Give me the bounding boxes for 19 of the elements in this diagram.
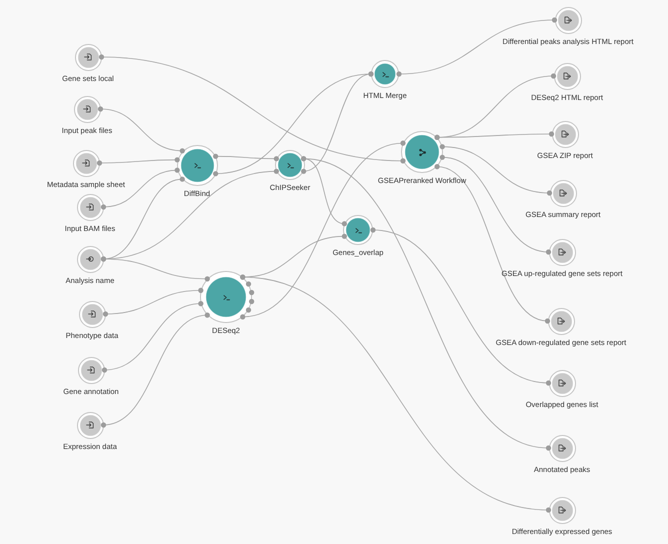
connector [102,301,204,373]
connector [98,54,406,164]
connector [301,71,374,174]
connector [100,312,210,428]
connector [301,156,552,451]
connector [102,288,204,317]
connector [213,154,279,162]
connector [440,144,552,196]
connector [440,154,552,255]
connector [434,164,550,324]
connector [240,274,552,513]
connector [100,256,210,282]
connector [96,157,180,166]
connector [370,227,552,386]
connector [98,106,185,154]
connector [100,168,180,210]
connector [434,131,554,140]
connector [240,140,406,320]
connector [396,17,558,77]
